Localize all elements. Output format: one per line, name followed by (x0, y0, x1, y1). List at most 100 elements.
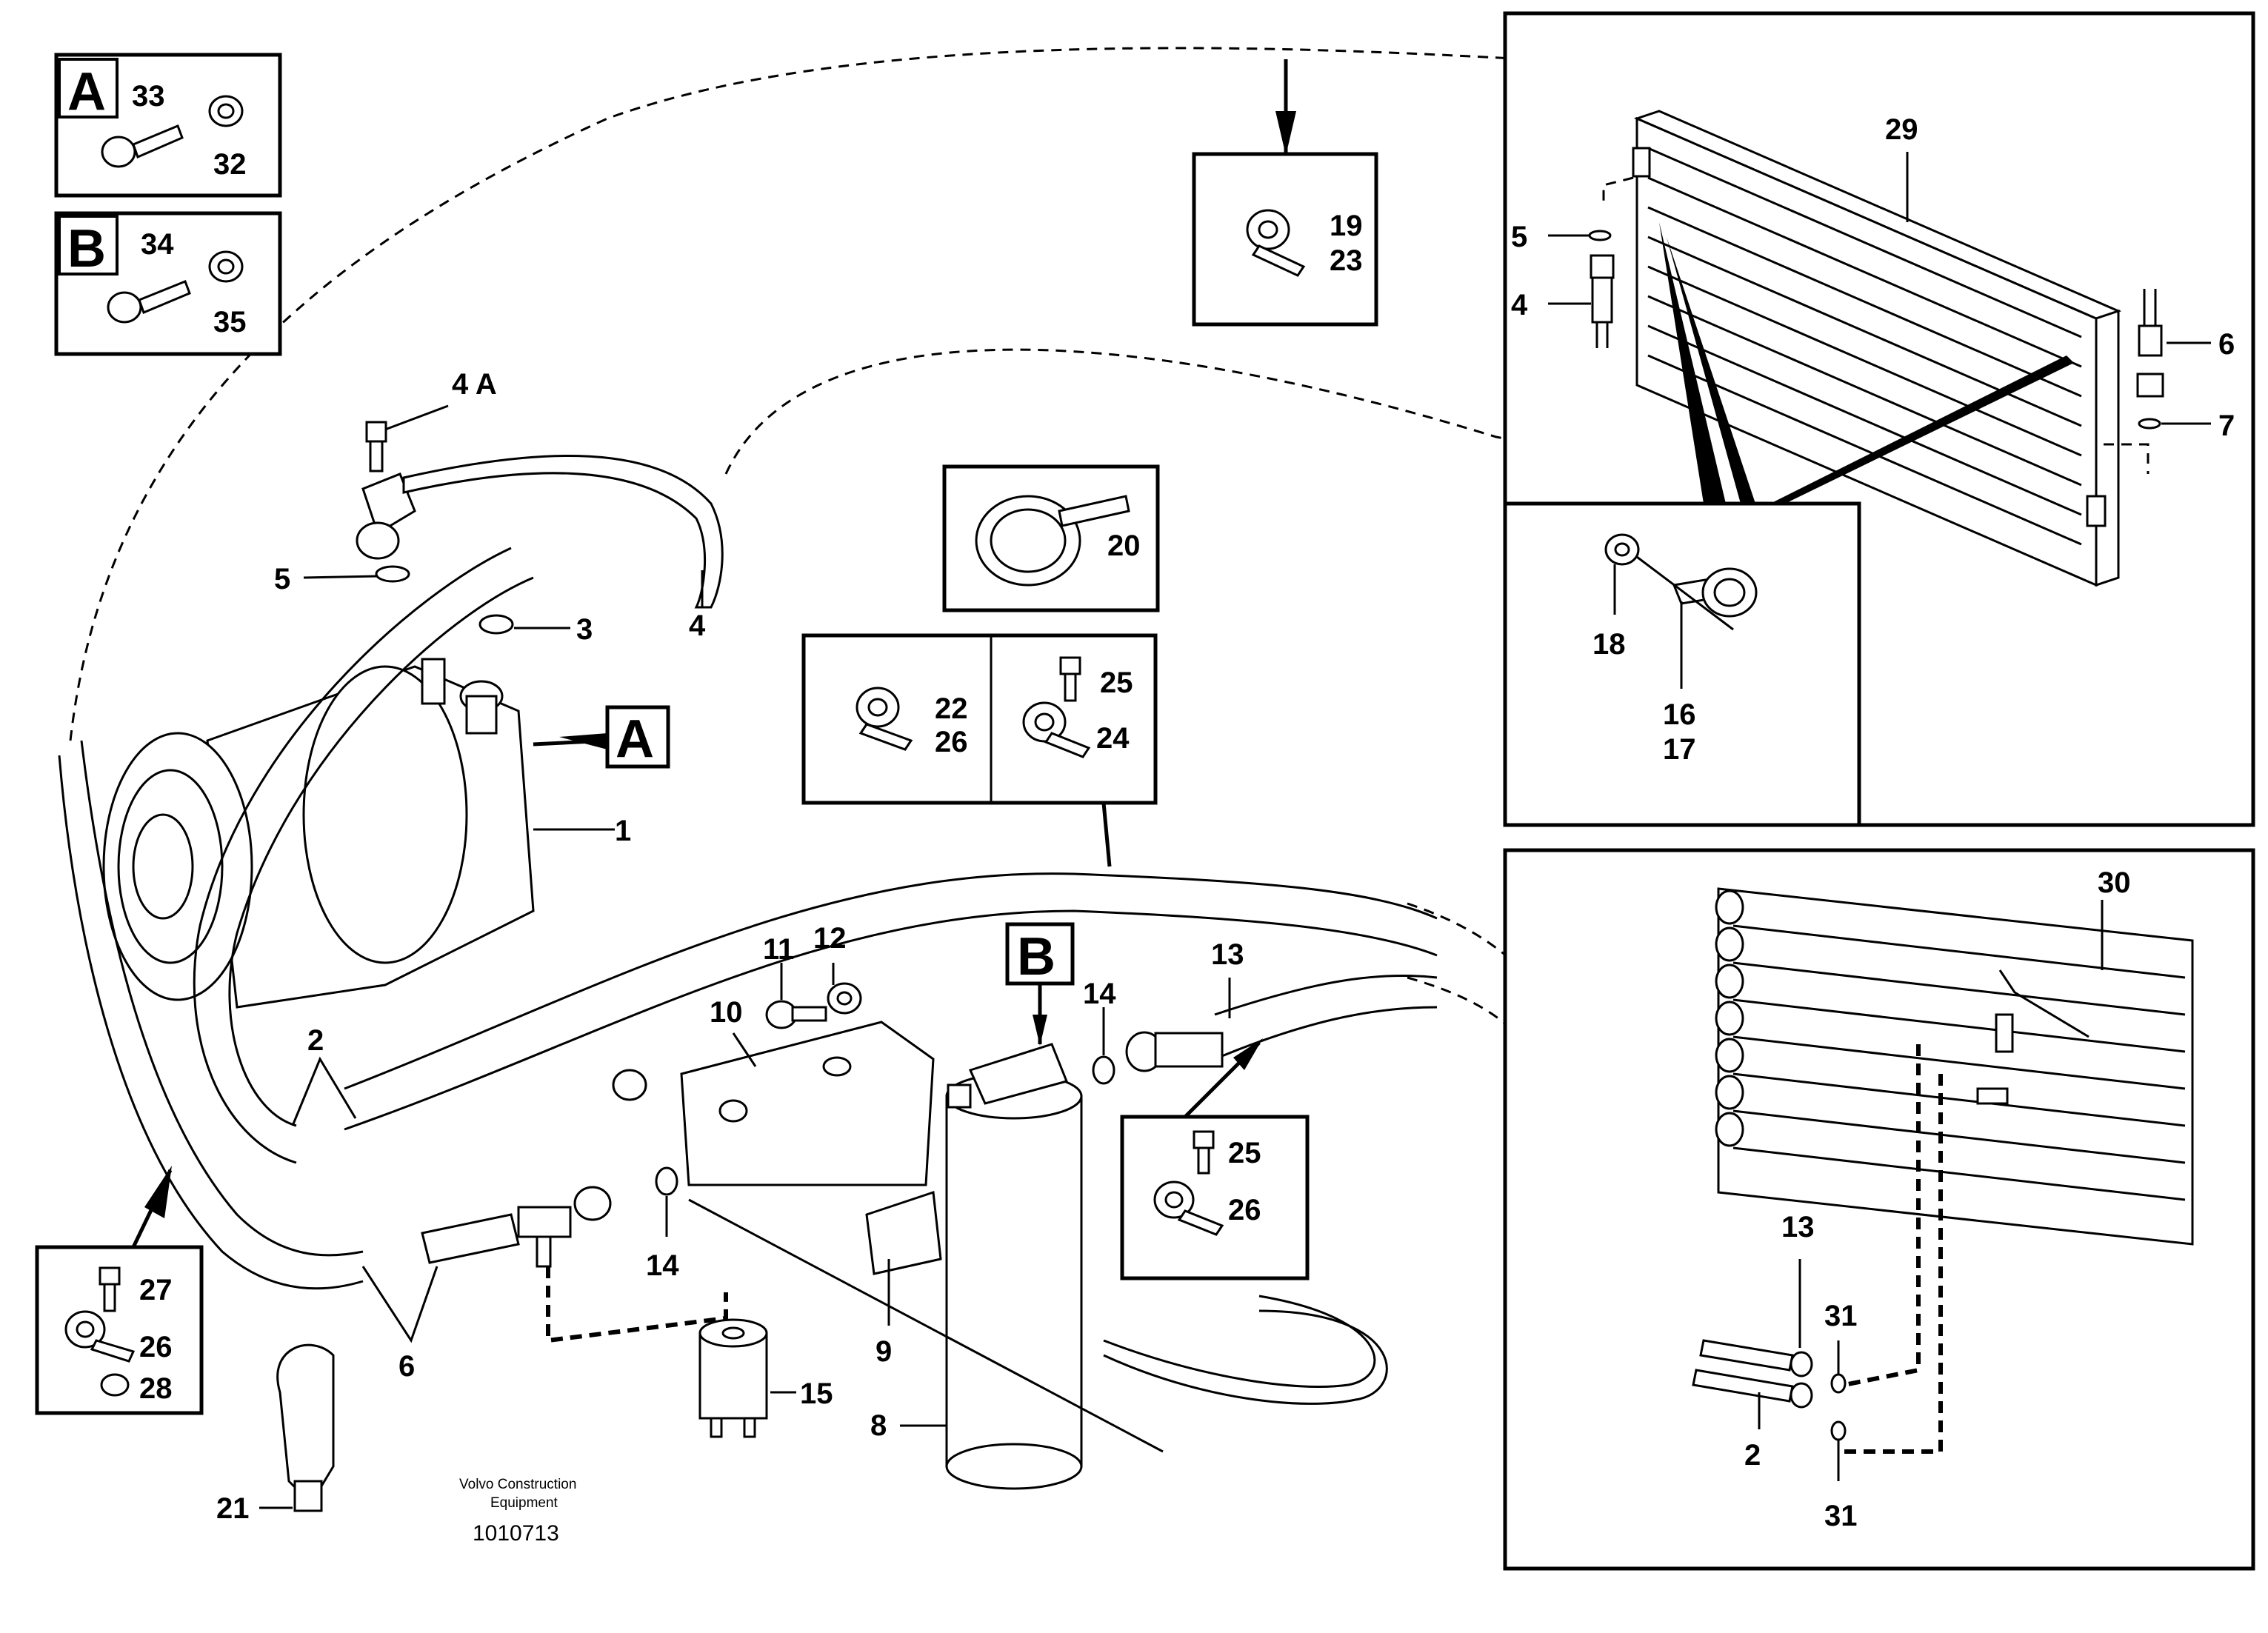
nut-icon (827, 982, 862, 1015)
callout-23: 23 (1330, 244, 1363, 277)
cable-tie-box-20: 20 (942, 464, 1160, 612)
detail-letter-b: B (67, 219, 106, 278)
callout-16: 16 (1663, 698, 1696, 731)
callout-20: 20 (1107, 530, 1141, 562)
callout-32: 32 (213, 148, 247, 181)
hose-fitting-icon (421, 1186, 612, 1268)
callout-12: 12 (813, 922, 847, 955)
nut-icon (1604, 533, 1640, 566)
callout-34: 34 (141, 228, 174, 261)
detail-pointer-b: B (1005, 922, 1075, 1046)
callout-30: 30 (2098, 866, 2131, 899)
hose-fitting-icon (2136, 289, 2164, 430)
bolt-icon (99, 1266, 121, 1312)
bolt-icon (101, 124, 184, 168)
callout-13: 13 (1211, 938, 1244, 971)
bolt-icon (1193, 1130, 1215, 1175)
callout-8: 8 (870, 1409, 887, 1442)
washer-icon (208, 95, 244, 127)
callout-22: 22 (935, 692, 968, 725)
detail-pointer-a: A (533, 705, 670, 769)
strap-9 (688, 1190, 1388, 1453)
compressor-icon (102, 658, 535, 1009)
callout-25: 25 (1100, 667, 1133, 699)
callout-7: 7 (2218, 410, 2235, 442)
bracket-10 (680, 1021, 935, 1186)
clamp-box-27-28: 27 26 28 (35, 1166, 204, 1415)
clamp-box-19-23: 19 23 (1192, 59, 1378, 327)
clamp-box-25-26: 25 26 (1120, 1038, 1310, 1280)
publisher-line-2: Equipment (490, 1495, 558, 1511)
clamp-icon (855, 687, 913, 751)
callout-27: 27 (139, 1274, 173, 1306)
hose-fitting-icon (1588, 230, 1615, 348)
washer-icon (375, 565, 410, 583)
clamp-icon (1153, 1180, 1224, 1236)
detail-letter-b-pointer: B (1017, 927, 1055, 986)
detail-box-b: B 34 35 (54, 211, 282, 356)
condenser-icon (1632, 110, 2122, 587)
callout-15: 15 (800, 1377, 833, 1410)
callout-2b: 2 (1744, 1439, 1761, 1472)
clamp-box-22-24: 22 26 25 24 (801, 633, 1158, 867)
callout-28: 28 (139, 1372, 173, 1405)
evaporator-icon (1715, 887, 2194, 1246)
callout-24: 24 (1096, 722, 1130, 755)
washer-icon (478, 614, 514, 635)
nut-icon (100, 1373, 130, 1397)
callout-21: 21 (216, 1492, 250, 1525)
callout-18: 18 (1592, 628, 1626, 661)
nut-icon (612, 1069, 647, 1101)
callout-14b: 14 (646, 1249, 679, 1282)
bolt-icon (765, 1000, 827, 1029)
bolt-icon (107, 280, 191, 324)
callout-31: 31 (1824, 1300, 1858, 1332)
callout-13b: 13 (1781, 1211, 1815, 1243)
callout-1: 1 (615, 815, 631, 847)
callout-6: 6 (398, 1350, 415, 1383)
drawing-number: 1010713 (473, 1521, 559, 1546)
clamp-icon (1246, 209, 1306, 277)
publisher-line-1: Volvo Construction (459, 1477, 576, 1492)
condenser-box: 29 5 4 6 7 18 16 17 (1503, 11, 2255, 827)
receiver-drier-icon (945, 1043, 1083, 1490)
callout-35: 35 (213, 306, 247, 338)
callout-25b: 25 (1228, 1137, 1261, 1169)
callout-5b: 5 (1511, 221, 1527, 253)
callout-26b: 26 (1228, 1194, 1261, 1226)
callout-4b: 4 (1511, 289, 1528, 321)
callout-4: 4 (689, 610, 706, 642)
callout-9: 9 (875, 1335, 892, 1368)
pressure-switch-icon (698, 1318, 768, 1438)
hose-icon (58, 454, 1438, 1290)
callout-29: 29 (1885, 113, 1918, 146)
detail-letter-a-pointer: A (616, 709, 654, 769)
callout-5: 5 (274, 563, 290, 595)
callout-33: 33 (132, 80, 165, 113)
clamp-icon (64, 1310, 136, 1363)
callout-6b: 6 (2218, 328, 2235, 361)
detail-letter-a: A (67, 62, 106, 121)
callout-2: 2 (307, 1024, 324, 1057)
callout-14: 14 (1083, 978, 1116, 1010)
washer-icon (655, 1166, 678, 1196)
callout-17: 17 (1663, 733, 1696, 766)
callout-3: 3 (576, 613, 593, 646)
hose-end-icon (1692, 1339, 1813, 1409)
callout-10: 10 (710, 996, 743, 1029)
clamp-icon (1022, 701, 1091, 758)
bolt-icon (1059, 656, 1081, 702)
clamp-icon (276, 1343, 335, 1512)
callout-26c: 26 (139, 1331, 173, 1363)
evaporator-box: 30 13 31 2 31 (1503, 848, 2255, 1571)
callout-11: 11 (763, 933, 794, 966)
callout-19: 19 (1330, 210, 1363, 242)
cable-tie-icon (975, 495, 1130, 587)
callout-4a: 4 A (452, 368, 497, 401)
clamp-icon (1672, 567, 1758, 618)
callout-31b: 31 (1824, 1500, 1858, 1532)
callout-26: 26 (935, 726, 968, 758)
hose-fitting-icon (1125, 1031, 1224, 1072)
detail-box-a: A 33 32 (54, 53, 282, 198)
